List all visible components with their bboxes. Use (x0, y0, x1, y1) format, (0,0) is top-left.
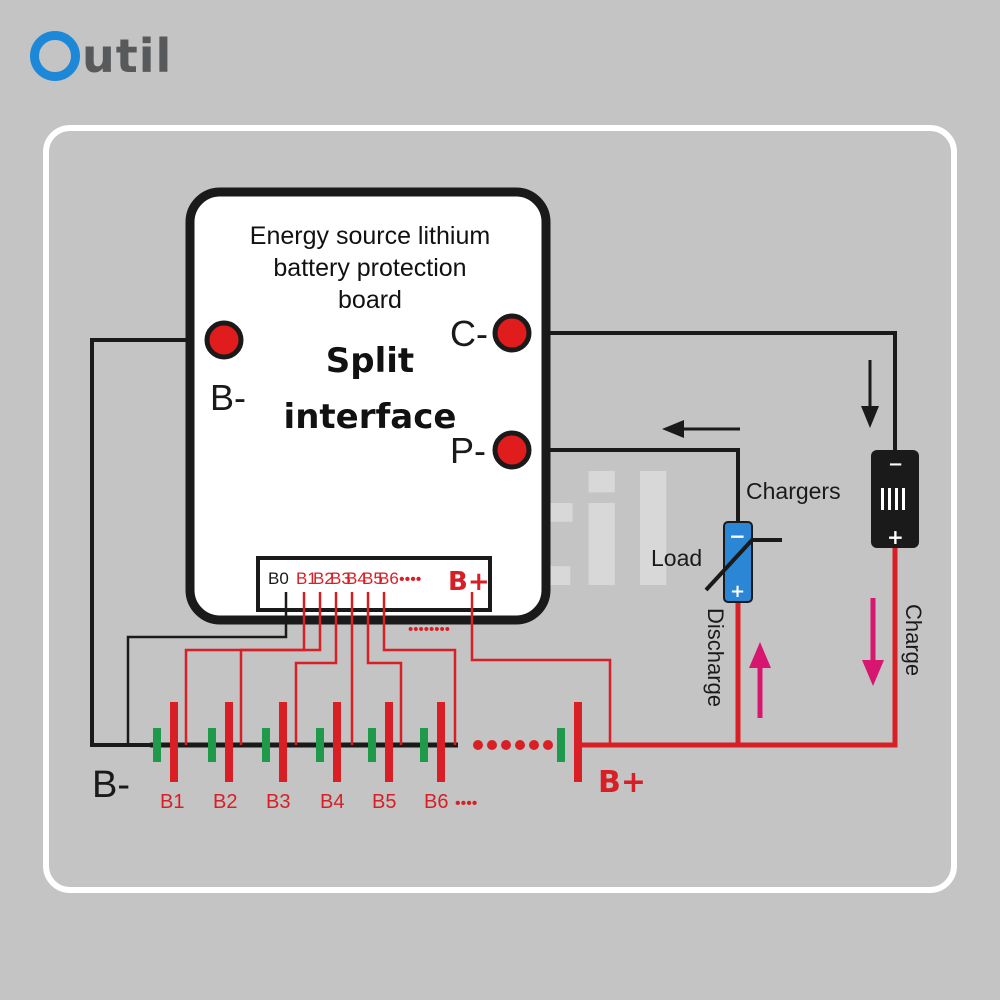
battery-cells (153, 702, 582, 782)
wire-b-plus (470, 592, 612, 745)
cell-bn (557, 702, 582, 782)
charger-label: Chargers (746, 478, 841, 504)
charger-plus: + (887, 525, 904, 549)
pin-b5: B5 (362, 569, 383, 588)
pin-b4: B4 (346, 569, 367, 588)
arrow-left-discharge (662, 420, 740, 438)
logo-text: util (82, 29, 173, 83)
connector-b-plus: B+ (448, 567, 490, 597)
charger-device: − + (871, 450, 919, 549)
balance-connector (256, 556, 492, 612)
cell-label-b2: B2 (213, 791, 237, 813)
discharge-label: Discharge (703, 608, 728, 707)
pin-b3: B3 (330, 569, 351, 588)
balance-wires (126, 592, 612, 745)
wire-b2 (239, 592, 322, 745)
terminal-p-minus: P- (450, 430, 532, 471)
cell-b4 (316, 702, 341, 782)
charger-vent (881, 488, 905, 510)
terminal-b-minus-label: B- (210, 377, 246, 418)
board-title-line3: board (338, 286, 402, 314)
wire-b5 (366, 592, 403, 745)
p-minus-wire (512, 448, 740, 525)
cell-labels: B1 B2 B3 B4 B5 B6 (160, 791, 448, 813)
logo-o-ring (30, 31, 80, 81)
board-subtitle-line1: Split (326, 341, 414, 381)
board-title-line2: battery protection (273, 254, 466, 282)
positive-bus (582, 548, 898, 748)
terminal-c-minus: C- (450, 313, 532, 354)
arrow-down-charge-black (861, 360, 879, 428)
pack-b-minus-label: B- (92, 764, 130, 806)
connector-dots: •••• (399, 571, 421, 588)
load-label: Load (651, 545, 702, 571)
load-device: − + (704, 521, 782, 603)
load-minus: − (729, 524, 746, 548)
cell-b5 (368, 702, 393, 782)
terminal-b-minus: B- (204, 320, 246, 418)
terminal-c-minus-label: C- (450, 313, 488, 354)
pin-b6: B6 (378, 569, 399, 588)
pin-b0: B0 (268, 569, 289, 588)
connector-dots-below: •••••••• (408, 621, 450, 638)
arrow-down-charge (862, 598, 884, 686)
pin-b1: B1 (296, 569, 317, 588)
b-minus-wire (90, 338, 224, 747)
wire-b6 (382, 592, 457, 745)
connector-pins: B0 B1 B2 B3 B4 B5 B6 (268, 569, 399, 588)
cell-labels-dots: •••• (455, 795, 477, 812)
board-title-line1: Energy source lithium (250, 222, 490, 250)
cell-b3 (262, 702, 287, 782)
wire-b3 (294, 592, 338, 745)
terminal-p-minus-label: P- (450, 430, 486, 471)
pack-b-plus-label: B+ (598, 765, 646, 800)
cell-b2 (208, 702, 233, 782)
cell-b6 (420, 702, 445, 782)
board-subtitle-line2: interface (284, 397, 457, 437)
series-dots (473, 740, 553, 750)
pin-b2: B2 (313, 569, 334, 588)
cell-label-b3: B3 (266, 791, 290, 813)
load-plus: + (730, 581, 745, 602)
wire-b0 (126, 592, 288, 745)
cell-label-b4: B4 (320, 791, 344, 813)
load-switch (704, 538, 782, 592)
brand-logo: util (30, 26, 172, 86)
cell-label-b5: B5 (372, 791, 396, 813)
arrow-up-discharge (749, 642, 771, 718)
cell-label-b6: B6 (424, 791, 448, 813)
black-wires (90, 331, 897, 747)
cell-label-b1: B1 (160, 791, 184, 813)
cell-b1 (153, 702, 178, 782)
charger-minus: − (888, 454, 903, 475)
c-minus-wire (512, 331, 897, 450)
charge-label: Charge (901, 604, 926, 676)
